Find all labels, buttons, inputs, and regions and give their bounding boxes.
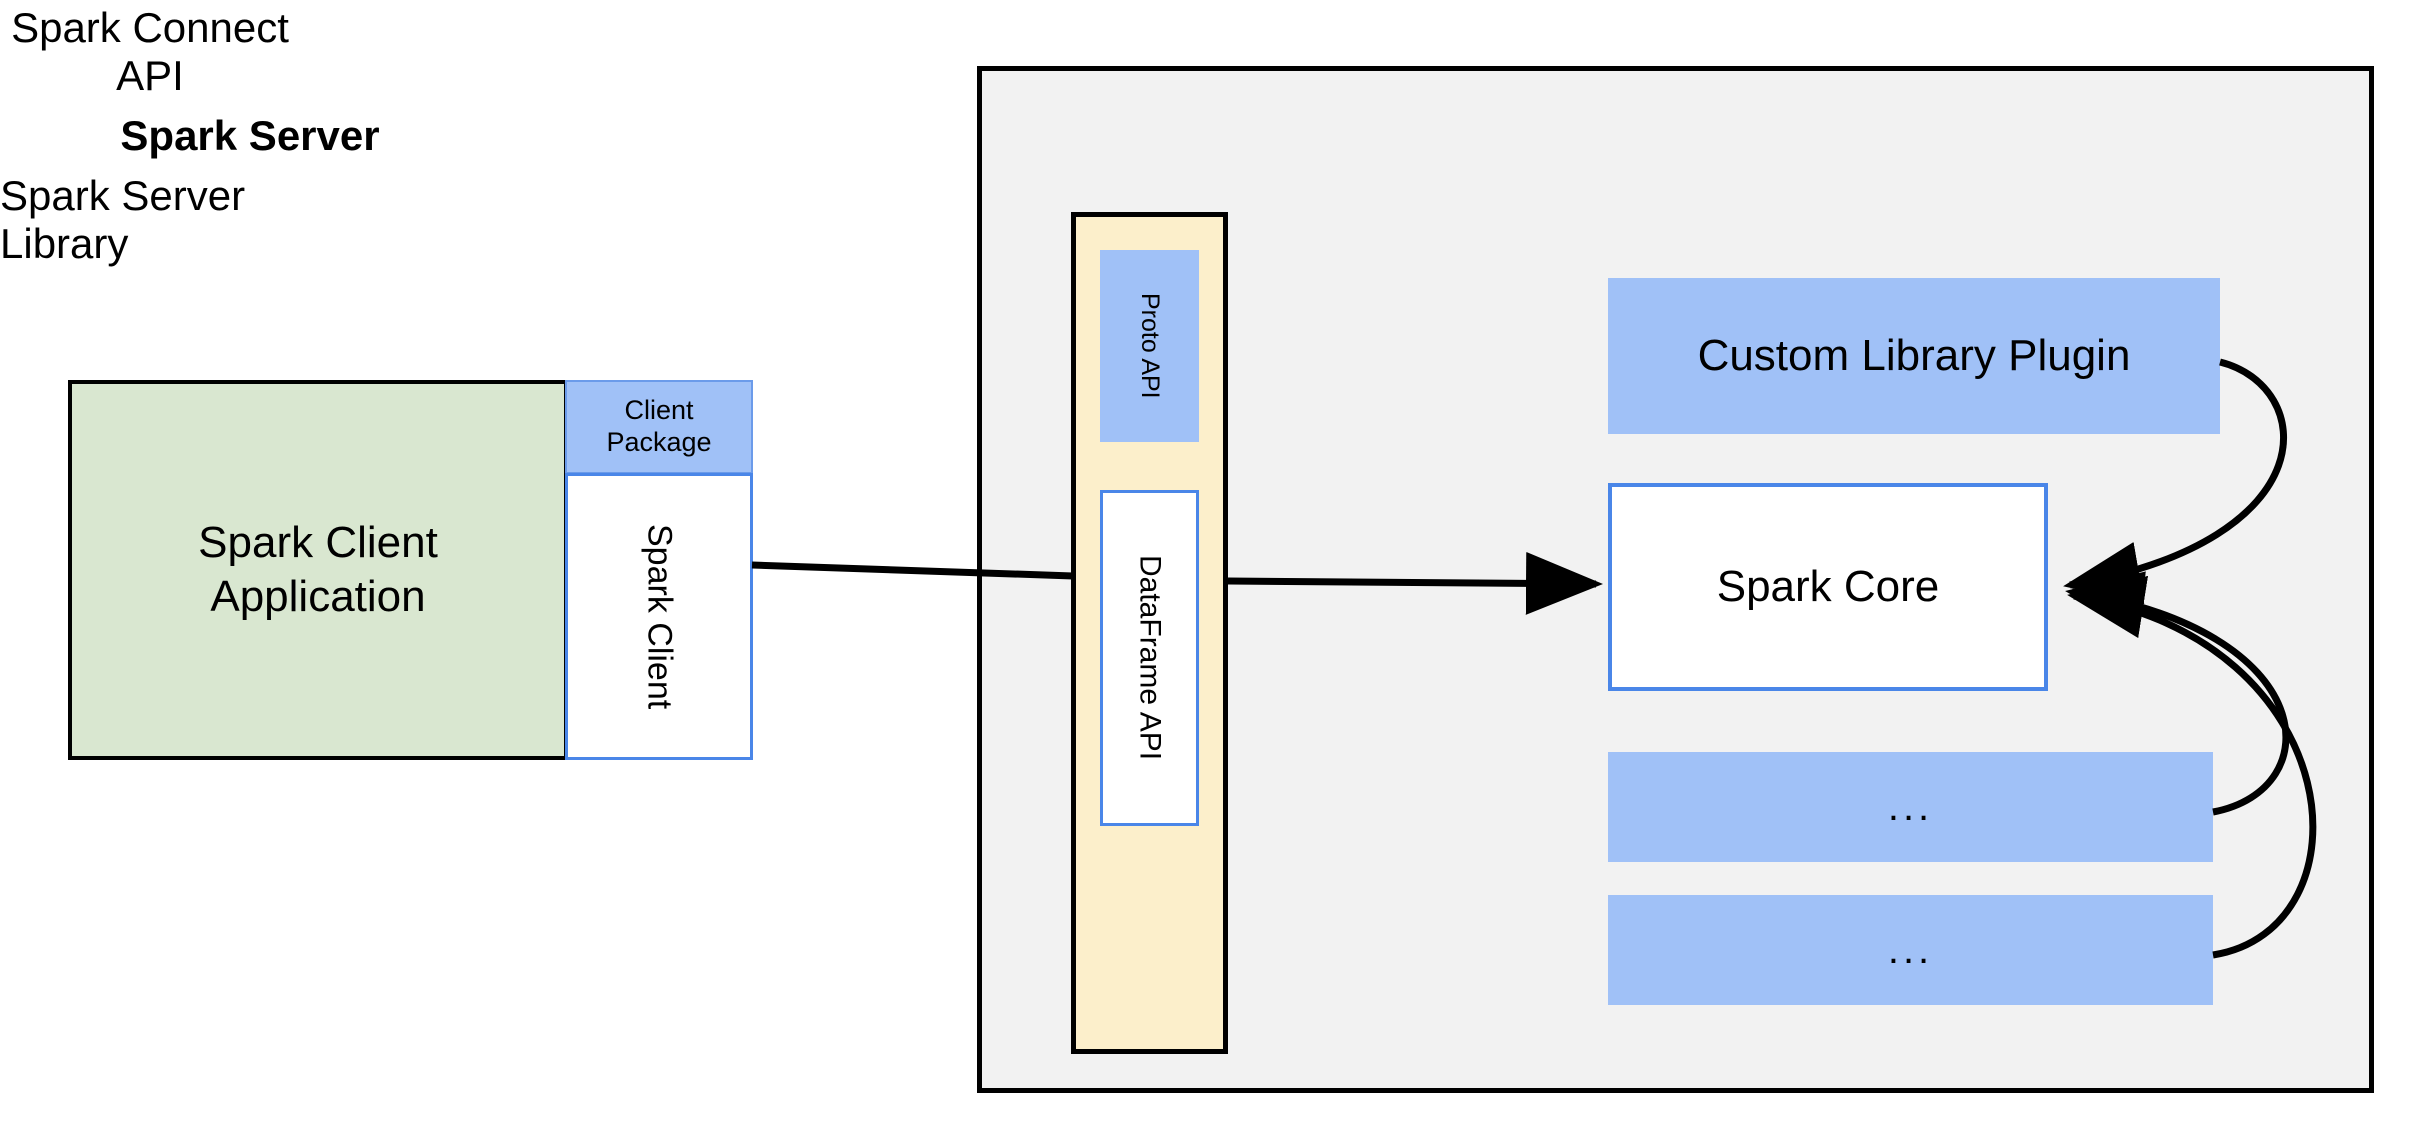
spark-server-title: Spark Server bbox=[120, 112, 380, 159]
placeholder-component-box-1[interactable]: ... bbox=[1608, 752, 2213, 862]
client-package-label-line2: Package bbox=[606, 427, 712, 457]
proto-api-label: Proto API bbox=[1136, 293, 1164, 399]
spark-server-library-label-line1: Spark Server bbox=[0, 172, 246, 219]
client-package-label: Client Package bbox=[606, 395, 711, 459]
spark-client-label: Spark Client bbox=[640, 523, 679, 710]
client-package-box[interactable]: Client Package bbox=[565, 380, 753, 474]
spark-client-application-box[interactable]: Spark Client Application bbox=[68, 380, 568, 760]
spark-client-box[interactable]: Spark Client bbox=[565, 473, 753, 760]
spark-server-library-label: Spark Server Library bbox=[0, 172, 340, 282]
spark-connect-api-label: Spark Connect API bbox=[0, 0, 300, 112]
spark-client-application-label: Spark Client Application bbox=[198, 516, 438, 623]
spark-core-label: Spark Core bbox=[1716, 562, 1940, 611]
proto-api-box[interactable]: Proto API bbox=[1100, 250, 1199, 442]
spark-core-box[interactable]: Spark Core bbox=[1608, 483, 2048, 691]
placeholder-component-label-1: ... bbox=[1887, 784, 1934, 829]
placeholder-component-label-2: ... bbox=[1887, 927, 1934, 972]
spark-connect-api-label-line1: Spark Connect bbox=[11, 4, 289, 51]
dataframe-api-label: DataFrame API bbox=[1133, 555, 1167, 761]
spark-server-library-label-line2: Library bbox=[0, 219, 129, 267]
spark-client-application-label-line2: Application bbox=[210, 572, 426, 621]
dataframe-api-box[interactable]: DataFrame API bbox=[1100, 490, 1199, 826]
custom-library-plugin-label: Custom Library Plugin bbox=[1697, 331, 2131, 380]
spark-client-application-label-line1: Spark Client bbox=[198, 518, 438, 568]
spark-connect-api-label-line2: API bbox=[116, 51, 184, 99]
custom-library-plugin-box[interactable]: Custom Library Plugin bbox=[1608, 278, 2220, 434]
placeholder-component-box-2[interactable]: ... bbox=[1608, 895, 2213, 1005]
client-package-label-line1: Client bbox=[624, 395, 694, 426]
